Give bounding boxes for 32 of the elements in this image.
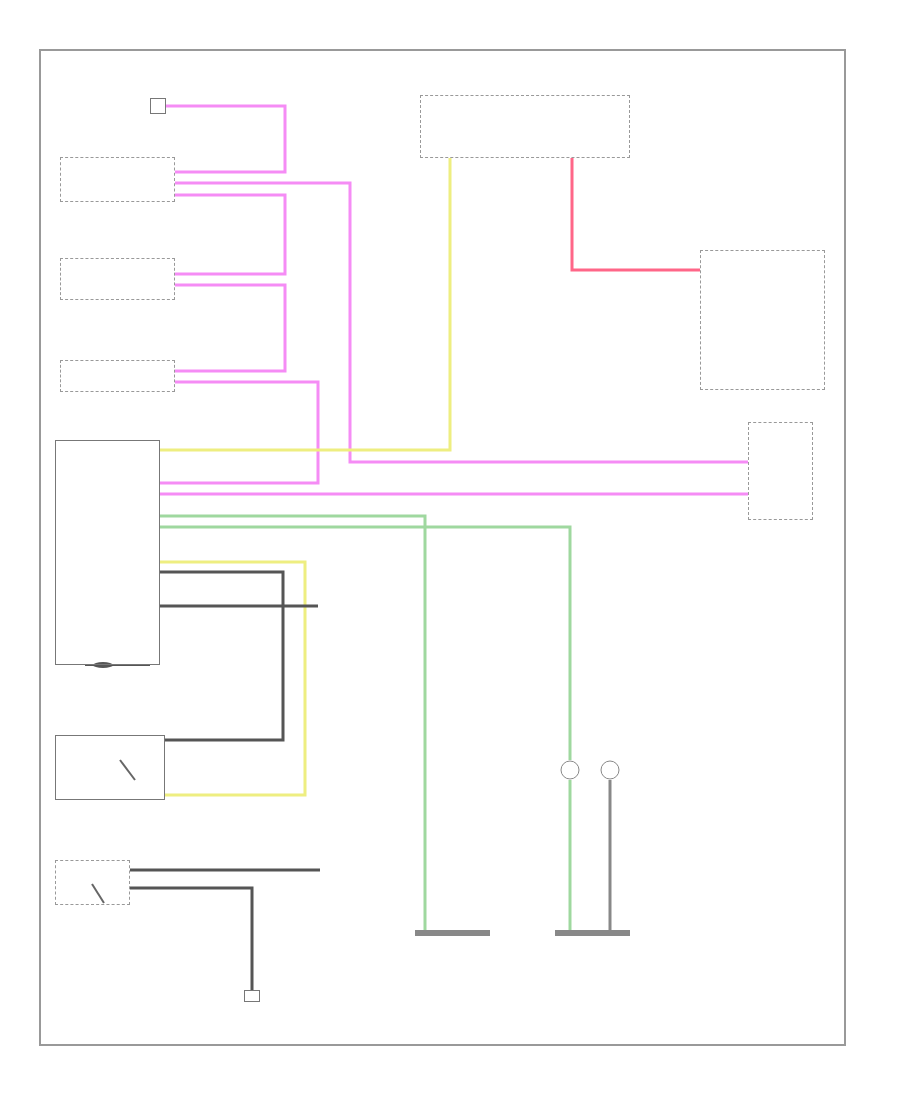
connector-bar xyxy=(415,930,490,936)
wire xyxy=(160,570,285,742)
ground-terminal xyxy=(244,990,260,1002)
switch-outline xyxy=(55,860,130,905)
wire xyxy=(175,181,748,464)
wire xyxy=(570,158,700,272)
wire xyxy=(175,193,287,276)
lamp-symbol xyxy=(600,760,620,780)
wire xyxy=(175,283,287,373)
wire xyxy=(130,868,320,872)
control-module-outline xyxy=(55,440,160,665)
wire xyxy=(160,560,307,797)
switch-outline xyxy=(55,735,165,800)
switch-outline xyxy=(700,250,825,390)
wire xyxy=(568,780,572,930)
connector-bar xyxy=(555,930,630,936)
wire xyxy=(166,104,287,174)
wire xyxy=(608,780,612,930)
module-outline xyxy=(60,360,175,392)
wire xyxy=(160,380,320,485)
module-outline xyxy=(60,157,175,202)
cluster-outline xyxy=(748,422,813,520)
connector xyxy=(150,98,166,114)
wire xyxy=(130,886,254,990)
wire xyxy=(160,604,318,608)
fuse-block-outline xyxy=(420,95,630,158)
wire xyxy=(160,492,748,496)
wire xyxy=(160,158,452,452)
wire xyxy=(160,525,572,760)
lamp-symbol xyxy=(560,760,580,780)
module-outline xyxy=(60,258,175,300)
wire xyxy=(160,514,427,930)
